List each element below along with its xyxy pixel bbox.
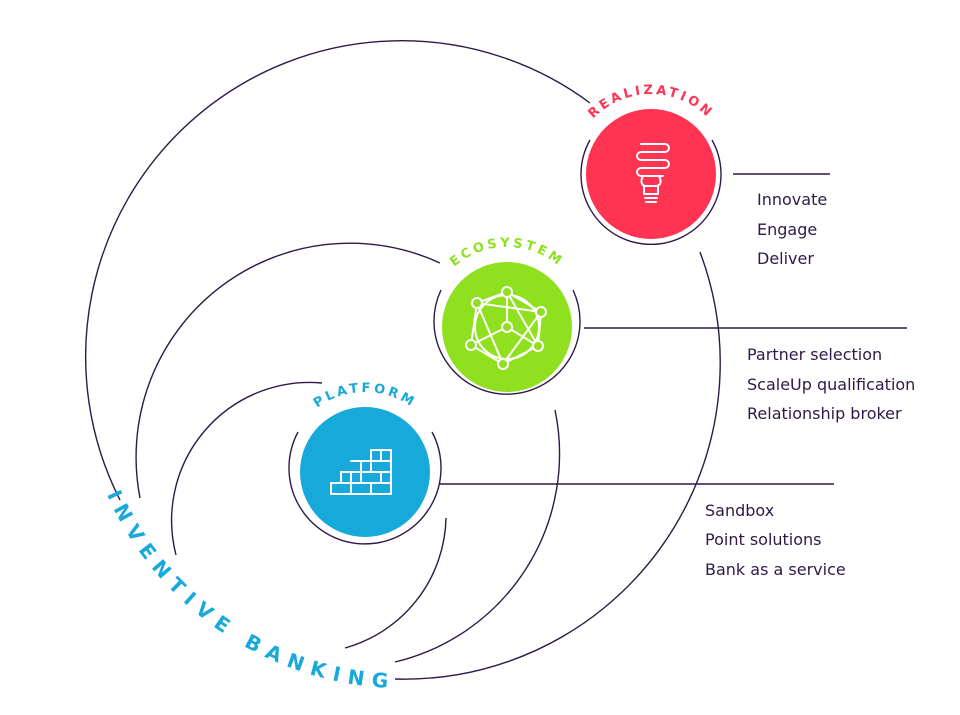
platform-ring: [288, 431, 442, 545]
list-item: Innovate: [757, 190, 827, 209]
list-item: Relationship broker: [747, 404, 902, 423]
realization-node: REALIZATION: [580, 83, 722, 246]
realization-ring: [580, 139, 722, 246]
platform-node: PLATFORM: [288, 381, 442, 545]
list-item: Deliver: [757, 249, 814, 268]
ecosystem-node: ECOSYSTEM: [433, 236, 581, 395]
list-item: ScaleUp qualification: [747, 375, 915, 394]
ecosystem-ring: [433, 289, 581, 395]
inner-orbit-arc: [170, 381, 323, 556]
brick-stairs-icon: [330, 449, 392, 495]
network-icon: [465, 286, 547, 370]
list-item: Sandbox: [705, 501, 774, 520]
list-item: Bank as a service: [705, 560, 846, 579]
realization-circle: [586, 109, 716, 239]
list-item: Partner selection: [747, 345, 882, 364]
ecosystem-items: Partner selection ScaleUp qualification …: [747, 345, 915, 423]
middle-orbit-arc: [394, 409, 561, 663]
outer-orbit-arc: [84, 40, 591, 501]
svg-text:PLATFORM: PLATFORM: [311, 381, 419, 411]
platform-items: Sandbox Point solutions Bank as a servic…: [705, 501, 846, 579]
realization-items: Innovate Engage Deliver: [757, 190, 827, 268]
inner-orbit-arc: [344, 517, 447, 649]
list-item: Engage: [757, 220, 817, 239]
middle-orbit-arc: [135, 242, 441, 499]
platform-label: PLATFORM: [311, 381, 416, 411]
outer-orbit-arc: [394, 251, 721, 680]
list-item: Point solutions: [705, 530, 822, 549]
light-bulb-icon: [636, 143, 670, 203]
